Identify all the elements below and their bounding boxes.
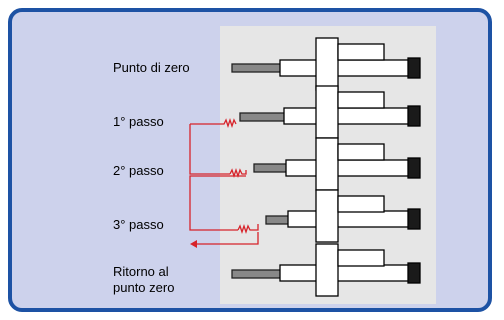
tool-step-2 [253,137,421,191]
tool-zero-point [231,37,421,91]
label-step-2: 2° passo [113,163,164,178]
label-return-line-1: Ritorno al [113,264,169,279]
step-arrows [189,117,259,248]
arrow-connector-2-3 [189,175,246,231]
tool-step-1 [239,85,421,139]
arrow-connector-1-2 [189,124,230,175]
tool-step-3 [265,189,421,243]
arrow-step-1 [190,117,237,129]
arrow-return-head [190,240,197,248]
arrow-step-3 [237,223,259,235]
label-return-line-2: punto zero [113,280,175,295]
label-step-3: 3° passo [113,217,164,232]
arrow-return [196,232,259,245]
label-step-1: 1° passo [113,114,164,129]
label-zero-point: Punto di zero [113,60,190,75]
tool-return-zero [231,243,421,297]
